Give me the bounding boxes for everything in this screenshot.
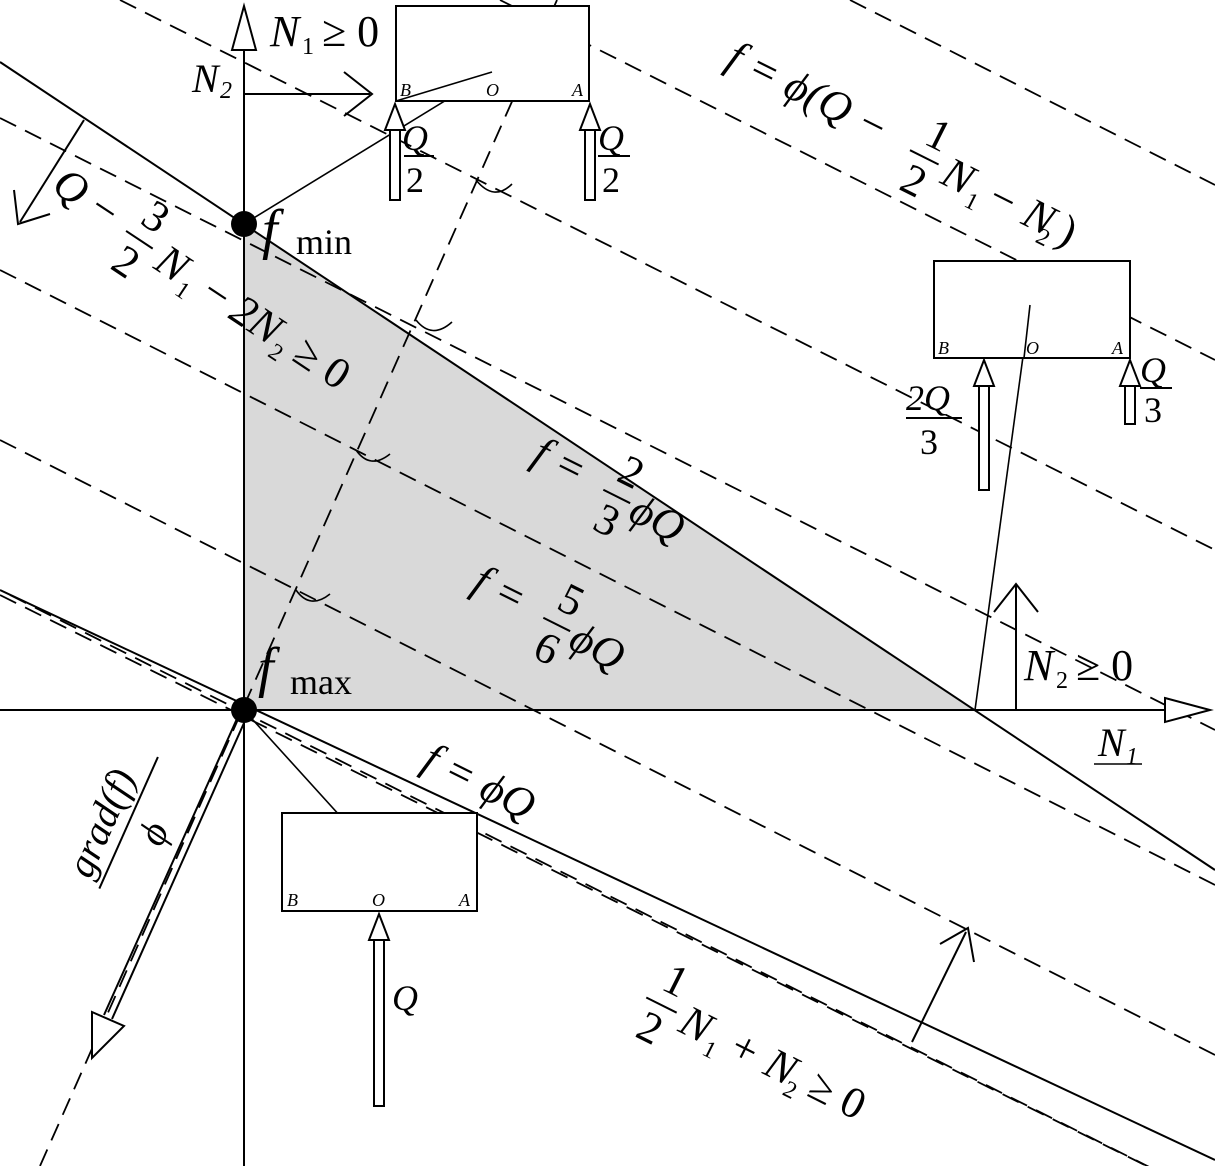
box2-b-label: B (938, 338, 949, 358)
lower-constraint-label: 1 2 N 1 + N 2 ≥ 0 (629, 954, 874, 1130)
box3-load-label: Q (392, 978, 418, 1018)
n1-axis-arrow (1164, 696, 1214, 724)
box3-o-label: O (372, 890, 385, 910)
n2-nonneg-label-sub: 2 (1056, 668, 1068, 694)
normal-dashed-line (39, 0, 558, 1166)
box1-left-load-num: Q (402, 118, 428, 158)
upper-3: 3 (133, 190, 178, 243)
box3-load-arrow (367, 911, 391, 1107)
n1-axis-label: N (1097, 720, 1127, 765)
f-min-point (231, 211, 257, 237)
box1-right-load-num: Q (598, 118, 624, 158)
n2-nonneg-label: N (1023, 641, 1056, 690)
box3-a-label: A (458, 890, 471, 910)
f-max-label-sub: max (290, 662, 352, 702)
box2-right-load-num: Q (1140, 350, 1166, 390)
lower-1: 1 (655, 954, 697, 1008)
box-q-half: B O A Q 2 Q 2 (383, 5, 630, 201)
n1-nonneg-label: N (269, 7, 302, 56)
box1-right-load-den: 2 (602, 160, 620, 200)
box1-o-label: O (486, 80, 499, 100)
n1-nonneg-label-sub: 1 (302, 34, 314, 60)
n2-nonneg-rel: ≥ 0 (1076, 641, 1133, 690)
general-level-label: f = ϕ(Q − 1 2 N 1 − N 2 ) (720, 31, 1086, 256)
box1-left-load-arrow (383, 101, 407, 201)
upper-constraint-line (0, 61, 1215, 871)
gradient-den: ϕ (128, 815, 178, 852)
lower-constraint-line (0, 589, 1215, 1161)
box1-right-load-arrow (578, 101, 602, 201)
box1-a-label: A (571, 80, 584, 100)
general-2: 2 (893, 154, 935, 208)
box1-b-label: B (400, 80, 411, 100)
box1-left-load-den: 2 (406, 160, 424, 200)
gradient-label: grad(f) ϕ (57, 756, 178, 889)
n1-nonneg-arrow-head (343, 71, 374, 117)
box2-o-label: O (1026, 338, 1039, 358)
box-full-q: B O A Q (281, 812, 478, 1107)
general-prefix: f = ϕ(Q − (720, 31, 897, 153)
upper-arrow-line (19, 119, 85, 223)
box2-a-label: A (1111, 338, 1124, 358)
f-max-point (231, 697, 257, 723)
box2-right-load-arrow (1118, 357, 1142, 425)
box-two-thirds: B O A 2Q 3 Q 3 (906, 260, 1172, 491)
upper-minus1: − (81, 182, 129, 237)
f-min-label-sub: min (296, 222, 352, 262)
box3-b-label: B (287, 890, 298, 910)
gradient-arrow (91, 711, 249, 1061)
lower-rel: ≥ 0 (801, 1060, 874, 1129)
upper-2: 2 (103, 235, 148, 288)
upper-q: Q (44, 158, 98, 216)
n2-axis-label: N (191, 56, 221, 101)
n2-axis-arrow (230, 2, 258, 51)
n2-nonneg-arrow-head (993, 582, 1039, 613)
box2-right-load-den: 3 (1144, 390, 1162, 430)
upper-arrow-head (13, 189, 51, 226)
box2-left-load-arrow (972, 357, 996, 491)
lower-arrow-head (939, 926, 975, 963)
general-minus: − N (979, 170, 1066, 246)
n2-axis-label-sub: 2 (220, 78, 232, 104)
box2-left-load-num: 2Q (906, 378, 950, 418)
gradient-num: grad(f) (57, 762, 144, 884)
box2-left-load-den: 3 (920, 422, 938, 462)
n1-axis-label-sub: 1 (1126, 744, 1138, 770)
lower-arrow-line (911, 931, 967, 1043)
lower-2: 2 (629, 1001, 671, 1055)
vertex-to-box-line (974, 304, 1031, 711)
n1-nonneg-rel: ≥ 0 (322, 7, 379, 56)
